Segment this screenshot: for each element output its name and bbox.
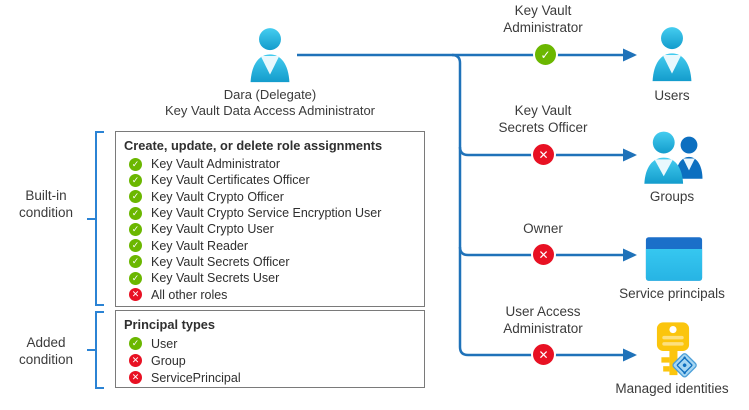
delegate-user-icon (250, 28, 290, 83)
target-label-groups: Groups (649, 189, 695, 204)
cross-icon (129, 371, 142, 384)
bracket-tick-top (95, 131, 104, 133)
check-icon (129, 239, 142, 253)
bracket-tick-mid (87, 349, 95, 351)
bracket-line (95, 311, 97, 389)
list-item: Group (129, 352, 424, 369)
check-icon (129, 222, 142, 236)
assignment-role-label: Owner (523, 221, 563, 236)
list-item: Key Vault Administrator (129, 156, 424, 172)
cross-icon (129, 288, 142, 302)
denied-cross-icon (531, 342, 556, 367)
list-item: User (129, 335, 424, 352)
delegate-name: Dara (Delegate) (223, 87, 317, 102)
cross-icon (129, 354, 142, 367)
check-icon (129, 271, 142, 285)
delegate-role: Key Vault Data Access Administrator (164, 103, 376, 118)
check-icon (129, 173, 142, 187)
users-icon (652, 27, 692, 82)
check-icon (129, 337, 142, 350)
assignment-role-label: User Access Administrator (503, 304, 583, 336)
principal-types-list: User Group ServicePrincipal (116, 335, 424, 386)
list-item: Key Vault Crypto Service Encryption User (129, 205, 424, 221)
list-item: Key Vault Reader (129, 237, 424, 253)
denied-cross-icon (531, 142, 556, 167)
target-label-users: Users (654, 88, 690, 103)
list-item: ServicePrincipal (129, 369, 424, 386)
denied-cross-icon (531, 242, 556, 267)
groups-icon (644, 131, 703, 184)
list-item: All other roles (129, 286, 424, 302)
added-condition-label: Added condition (18, 335, 74, 367)
principal-types-box: Principal types User Group ServicePrinci… (115, 310, 425, 388)
built-in-condition-label: Built-in condition (18, 188, 74, 220)
role-assignments-box: Create, update, or delete role assignmen… (115, 131, 425, 307)
check-icon (129, 255, 142, 269)
managed-identities-icon (656, 322, 697, 378)
bracket-line (95, 131, 97, 306)
role-assignments-title: Create, update, or delete role assignmen… (124, 138, 383, 153)
bracket-tick-bottom (95, 387, 104, 389)
delegate-caption: Dara (Delegate) Key Vault Data Access Ad… (110, 87, 430, 119)
service-principals-icon (645, 237, 703, 281)
principal-types-title: Principal types (124, 317, 216, 332)
list-item: Key Vault Crypto User (129, 221, 424, 237)
check-icon (129, 157, 142, 171)
built-in-condition-bracket (87, 131, 104, 306)
allowed-check-icon (533, 42, 558, 67)
list-item: Key Vault Crypto Officer (129, 189, 424, 205)
role-assignments-list: Key Vault Administrator Key Vault Certif… (116, 156, 424, 303)
target-label-managed-identities: Managed identities (615, 381, 729, 396)
check-icon (129, 190, 142, 204)
bracket-tick-mid (87, 217, 95, 220)
list-item: Key Vault Secrets User (129, 270, 424, 286)
added-condition-bracket (87, 311, 104, 389)
list-item: Key Vault Secrets Officer (129, 254, 424, 270)
target-label-service-principals: Service principals (619, 286, 725, 301)
check-icon (129, 206, 142, 220)
assignment-role-label: Key Vault Secrets Officer (498, 103, 588, 135)
list-item: Key Vault Certificates Officer (129, 172, 424, 188)
bracket-tick-bottom (95, 304, 104, 306)
bracket-tick-top (95, 311, 104, 313)
assignment-role-label: Key Vault Administrator (503, 3, 583, 35)
